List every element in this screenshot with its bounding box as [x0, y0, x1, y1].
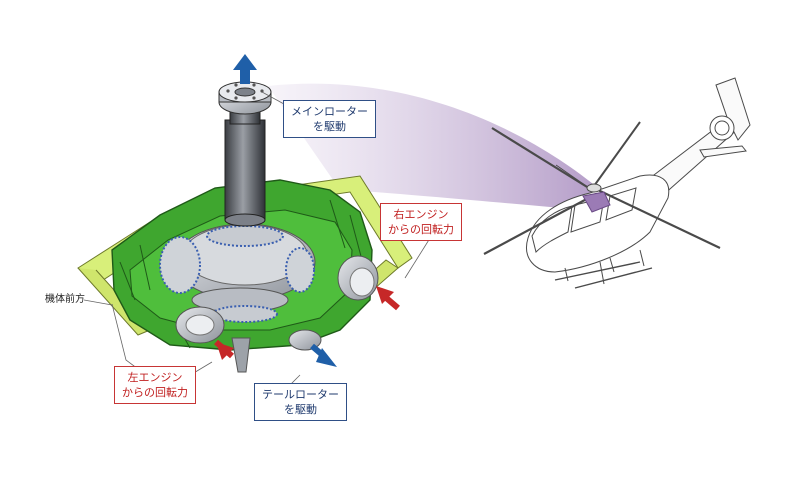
main-rotor-callout: メインローター を駆動	[283, 100, 376, 138]
left-engine-callout-line1: 左エンジン	[127, 371, 183, 384]
main-rotor-callout-line2: を駆動	[313, 120, 346, 133]
tail-rotor-callout-line2: を駆動	[284, 403, 317, 416]
right-engine-callout-line2: からの回転力	[388, 223, 454, 236]
main-shaft	[224, 119, 266, 221]
front-direction-label: 機体前方	[45, 294, 85, 305]
right-engine-callout-line1: 右エンジン	[393, 208, 449, 221]
left-engine-callout: 左エンジン からの回転力	[114, 366, 196, 404]
gearbox-assembly	[77, 81, 413, 373]
helicopter-icon	[483, 77, 751, 289]
right-engine-arrow	[376, 286, 400, 311]
main-rotor-arrow	[233, 54, 257, 84]
right-engine-callout: 右エンジン からの回転力	[380, 203, 462, 241]
main-rotor-callout-line1: メインローター	[291, 105, 368, 118]
tail-rotor-callout: テールローター を駆動	[254, 383, 347, 421]
tail-rotor-arrow	[310, 343, 337, 367]
tail-rotor-callout-line1: テールローター	[262, 388, 339, 401]
left-engine-arrow	[214, 339, 234, 360]
left-engine-callout-line2: からの回転力	[122, 386, 188, 399]
